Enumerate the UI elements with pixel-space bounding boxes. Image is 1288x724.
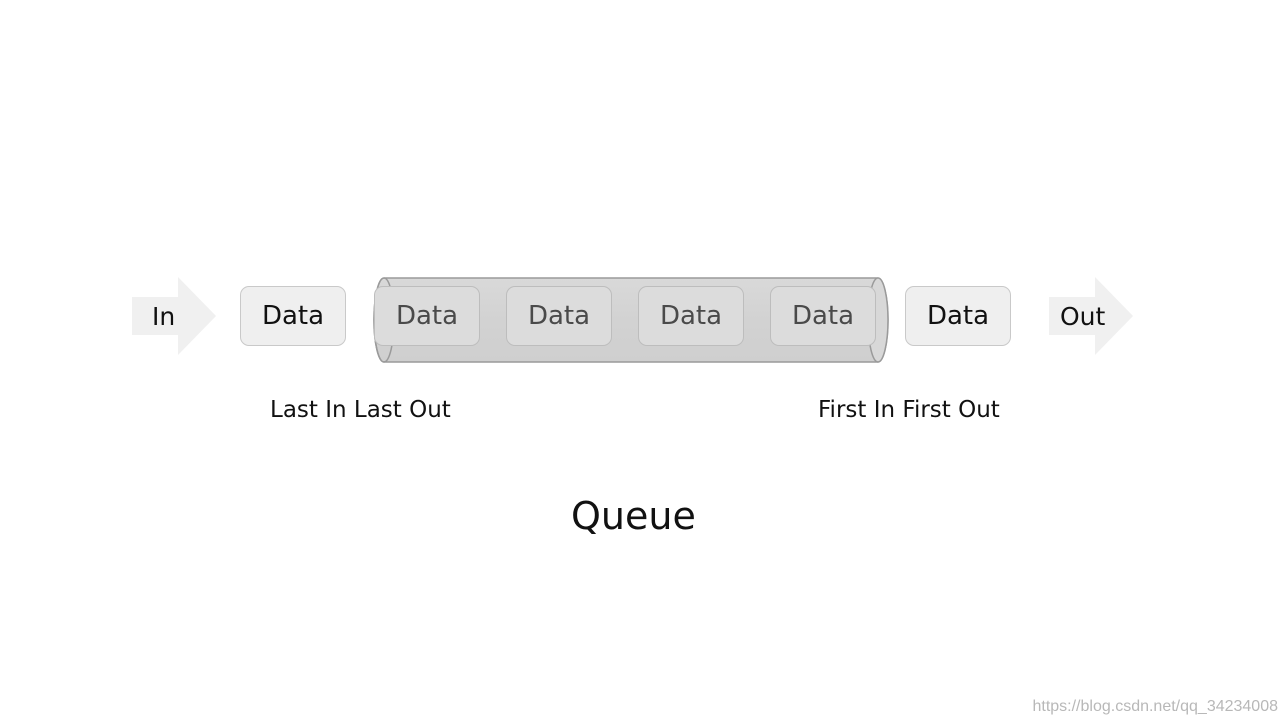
- out-arrow-shape: [1049, 277, 1133, 355]
- right-caption: First In First Out: [818, 397, 1000, 423]
- queued-data-box-3: Data: [638, 286, 744, 346]
- in-label: In: [152, 302, 176, 331]
- out-arrow: Out: [1049, 277, 1135, 355]
- watermark: https://blog.csdn.net/qq_34234008: [1032, 698, 1278, 715]
- diagram-title: Queue: [571, 494, 696, 538]
- queued-data-box-4: Data: [770, 286, 876, 346]
- in-arrow: In: [132, 277, 218, 355]
- in-arrow-shape: [132, 277, 216, 355]
- left-caption: Last In Last Out: [270, 397, 451, 423]
- entering-data-box: Data: [240, 286, 346, 346]
- queued-data-box-2: Data: [506, 286, 612, 346]
- exiting-data-box: Data: [905, 286, 1011, 346]
- out-label: Out: [1060, 302, 1106, 331]
- queued-data-box-1: Data: [374, 286, 480, 346]
